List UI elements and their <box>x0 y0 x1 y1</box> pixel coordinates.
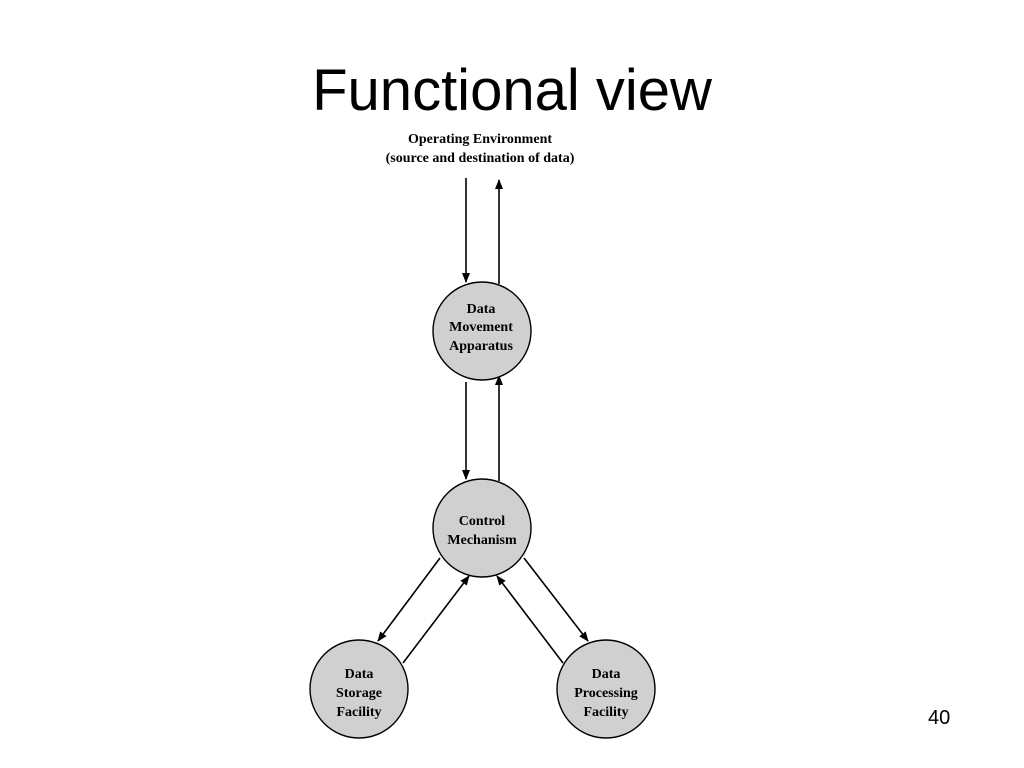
arrow-control-to-storage <box>377 557 441 642</box>
control-label-line2: Mechanism <box>447 533 517 548</box>
data-storage-label-line1: Data <box>345 667 374 682</box>
data-movement-apparatus-node: Data Movement Apparatus <box>432 281 532 381</box>
data-storage-label-line3: Facility <box>336 705 381 720</box>
data-movement-label-line3: Apparatus <box>449 339 513 354</box>
data-processing-label-line2: Processing <box>574 686 638 701</box>
arrow-processing-to-control <box>496 575 564 664</box>
arrow-storage-to-control <box>402 575 470 664</box>
control-label-line1: Control <box>459 514 506 529</box>
slide-number: 40 <box>928 707 951 729</box>
slide-title: Functional view <box>312 58 712 123</box>
arrow-control-to-processing <box>523 557 589 642</box>
data-processing-facility-node: Data Processing Facility <box>556 639 656 739</box>
data-processing-label-line1: Data <box>592 667 621 682</box>
data-storage-facility-node: Data Storage Facility <box>309 639 409 739</box>
data-storage-label-line2: Storage <box>336 686 382 701</box>
data-movement-label-line2: Movement <box>449 320 513 335</box>
data-processing-label-line3: Facility <box>583 705 628 720</box>
control-mechanism-node: Control Mechanism <box>432 478 532 578</box>
data-movement-label-line1: Data <box>467 302 496 317</box>
environment-label-line1: Operating Environment <box>408 132 552 147</box>
environment-label-line2: (source and destination of data) <box>386 151 575 166</box>
